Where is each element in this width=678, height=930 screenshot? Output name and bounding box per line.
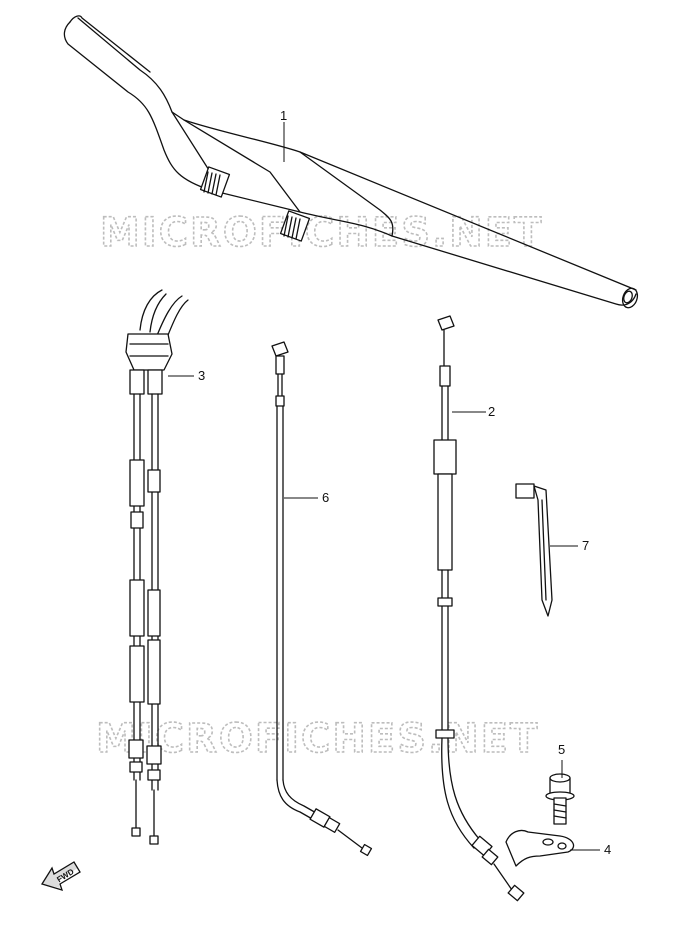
- fwd-arrow-icon: FWD: [40, 861, 81, 891]
- bolt: [545, 773, 575, 825]
- clutch-cable: [433, 315, 525, 902]
- throttle-cable: [125, 289, 189, 845]
- watermark-bottom: MICROFICHES.NET: [96, 716, 539, 762]
- choke-cable: [271, 341, 373, 857]
- bracket: [505, 829, 575, 867]
- callout-3: 3: [198, 368, 205, 383]
- callout-2: 2: [488, 404, 495, 419]
- callout-5: 5: [558, 742, 565, 757]
- callout-6: 6: [322, 490, 329, 505]
- callout-4: 4: [604, 842, 611, 857]
- handlebar: [63, 15, 639, 309]
- callout-7: 7: [582, 538, 589, 553]
- callout-1: 1: [280, 108, 287, 123]
- cable-clamp: [515, 483, 553, 617]
